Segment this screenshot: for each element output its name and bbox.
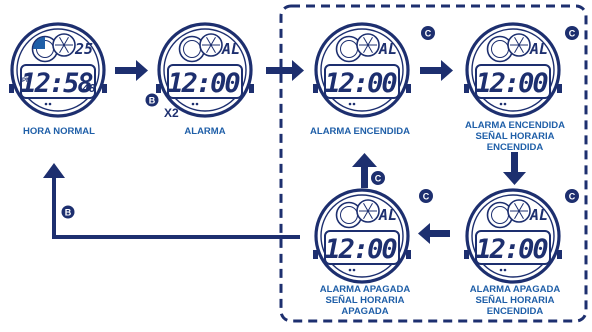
main-time-display: 12:58	[20, 68, 92, 99]
main-time-display: 12:00	[167, 68, 240, 99]
label-alarm-off-signal-on: ALARMA APAGADA SEÑAL HORARIA ENCENDIDA	[469, 284, 561, 317]
top-right-display: 25	[74, 40, 93, 58]
label-normal-time: HORA NORMAL	[23, 126, 95, 137]
top-right-display: AL	[529, 40, 548, 58]
svg-text:C: C	[569, 192, 576, 202]
watch-alarm_off_signal_off: AL 12:00	[313, 188, 411, 284]
arrow-right-icon	[266, 60, 304, 81]
watch-alarm_on_signal_on: AL 12:00	[464, 22, 562, 118]
label-alarm-on: ALARMA ENCENDIDA	[310, 126, 410, 137]
svg-text:C: C	[423, 192, 430, 202]
main-time-display: 12:00	[324, 68, 397, 99]
button-c-icon: C	[371, 171, 385, 185]
top-right-display: AL	[378, 40, 397, 58]
main-time-display: 12:00	[324, 234, 397, 265]
main-time-display: 12:00	[475, 234, 548, 265]
arrow-right-icon	[115, 60, 148, 81]
svg-text:B: B	[149, 96, 156, 106]
seconds-display: 48	[82, 82, 96, 95]
svg-text:B: B	[65, 208, 72, 218]
svg-text:C: C	[375, 174, 382, 184]
top-right-display: AL	[221, 40, 240, 58]
button-c-icon: C	[421, 26, 435, 40]
alarm-cycle-dashed-box	[279, 4, 588, 323]
arrow-up-icon	[352, 153, 377, 188]
svg-text:C: C	[425, 29, 432, 39]
return-to-normal-arrow	[43, 163, 300, 239]
press-count-label: X2	[164, 106, 179, 120]
button-c-icon: C	[565, 26, 579, 40]
svg-text:C: C	[569, 29, 576, 39]
button-c-icon: C	[419, 189, 433, 203]
arrow-down-icon	[503, 152, 526, 185]
watch-alarm: AL 12:00	[156, 22, 254, 118]
arrow-right-icon	[420, 60, 453, 81]
top-right-display: AL	[529, 206, 548, 224]
button-b-icon: B	[145, 93, 159, 107]
watch-alarm_off_signal_on: AL 12:00	[464, 188, 562, 284]
pm-indicator: PM	[22, 78, 31, 84]
button-c-icon: C	[565, 189, 579, 203]
label-alarm-off-signal-off: ALARMA APAGADA SEÑAL HORARIA APAGADA	[319, 284, 411, 317]
label-alarm: ALARMA	[184, 126, 226, 137]
arrow-left-icon	[418, 223, 450, 244]
top-right-display: AL	[378, 206, 397, 224]
watch-alarm_on: AL 12:00	[313, 22, 411, 118]
label-alarm-on-signal-on: ALARMA ENCENDIDA SEÑAL HORARIA ENCENDIDA	[465, 120, 565, 153]
watch-states: 2512:58PM48AL12:00AL12:00AL12:00AL12:00A…	[9, 22, 562, 284]
button-b-icon: B	[61, 205, 75, 219]
main-time-display: 12:00	[475, 68, 548, 99]
